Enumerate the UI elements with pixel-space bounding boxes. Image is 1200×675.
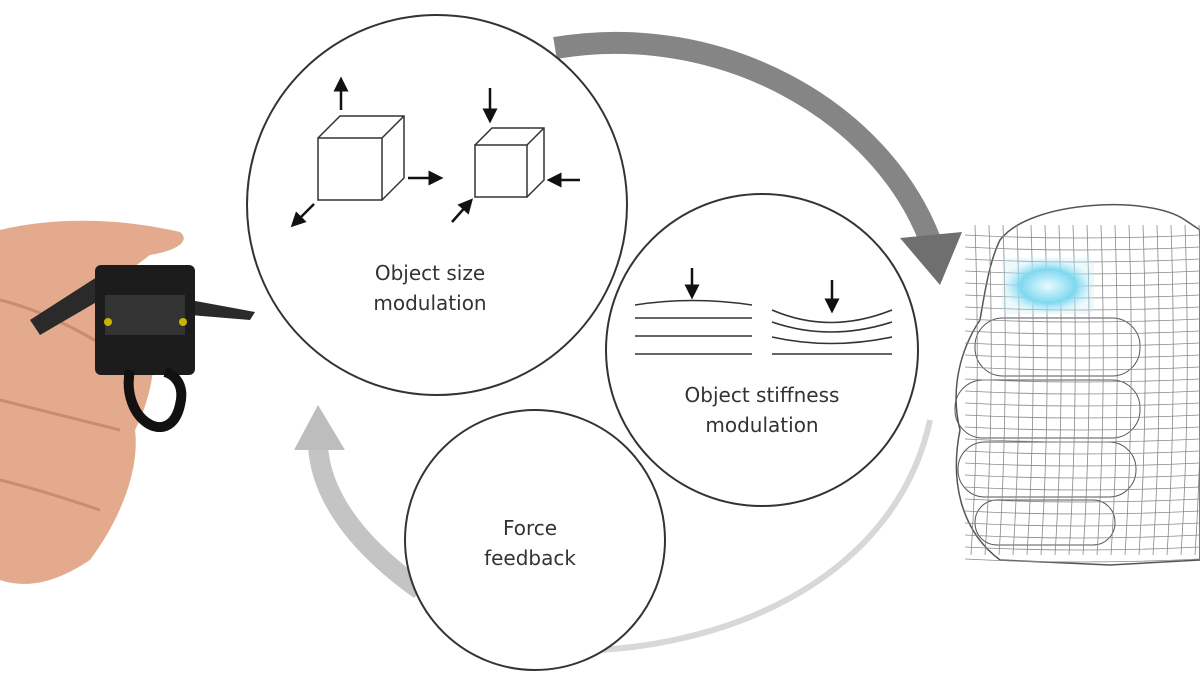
large-cube-icon — [317, 115, 405, 201]
force-label-line1: Force — [503, 516, 557, 540]
stiffness-label-line2: modulation — [705, 413, 818, 437]
wire-line — [964, 354, 1200, 359]
wire-line — [1166, 224, 1174, 556]
cycle-arrow-dark — [553, 31, 962, 285]
wire-line — [964, 330, 1200, 335]
wire-line — [964, 342, 1200, 347]
soft-layers-icon — [771, 309, 893, 355]
wire-line — [970, 224, 978, 556]
wire-line — [964, 546, 1200, 551]
stiffness-label-line1: Object stiffness — [685, 383, 840, 407]
wire-line — [964, 474, 1200, 479]
small-cube-icon — [474, 127, 545, 198]
node-object-stiffness: Object stiffness modulation — [605, 193, 919, 507]
wire-line — [964, 426, 1200, 431]
wire-line — [964, 366, 1200, 371]
force-label-line2: feedback — [484, 546, 576, 570]
wire-line — [964, 234, 1200, 239]
wire-line — [964, 534, 1200, 539]
wire-line — [964, 402, 1200, 407]
hand-with-haptic-device — [0, 220, 255, 584]
size-label-line1: Object size — [375, 261, 485, 285]
wire-line — [964, 438, 1200, 443]
wire-line — [964, 558, 1200, 563]
wire-line — [1138, 224, 1146, 556]
wire-line — [964, 390, 1200, 395]
wire-line — [964, 318, 1200, 323]
wireframe-hand — [954, 203, 1200, 566]
wire-line — [984, 224, 992, 556]
wire-line — [964, 498, 1200, 503]
wire-line — [1152, 224, 1160, 556]
wire-line — [964, 378, 1200, 383]
cycle-arrow-light — [294, 405, 933, 653]
wire-line — [964, 522, 1200, 527]
wire-line — [1194, 224, 1200, 556]
wire-line — [964, 414, 1200, 419]
haptic-ring-device — [30, 265, 255, 432]
virtual-object-glow — [1002, 258, 1094, 314]
stiff-layers-icon — [634, 299, 753, 355]
expand-arrows-icon — [290, 76, 444, 228]
wire-line — [964, 246, 1200, 251]
wire-line — [964, 486, 1200, 491]
compress-arrows-icon — [451, 88, 580, 223]
node-object-size: Object size modulation — [246, 14, 628, 396]
size-label-line2: modulation — [373, 291, 486, 315]
wire-line — [964, 510, 1200, 515]
wire-line — [964, 450, 1200, 455]
node-force-feedback: Force feedback — [404, 409, 666, 671]
wire-line — [1180, 224, 1188, 556]
wire-line — [964, 462, 1200, 467]
press-arrows-icon — [684, 268, 840, 314]
